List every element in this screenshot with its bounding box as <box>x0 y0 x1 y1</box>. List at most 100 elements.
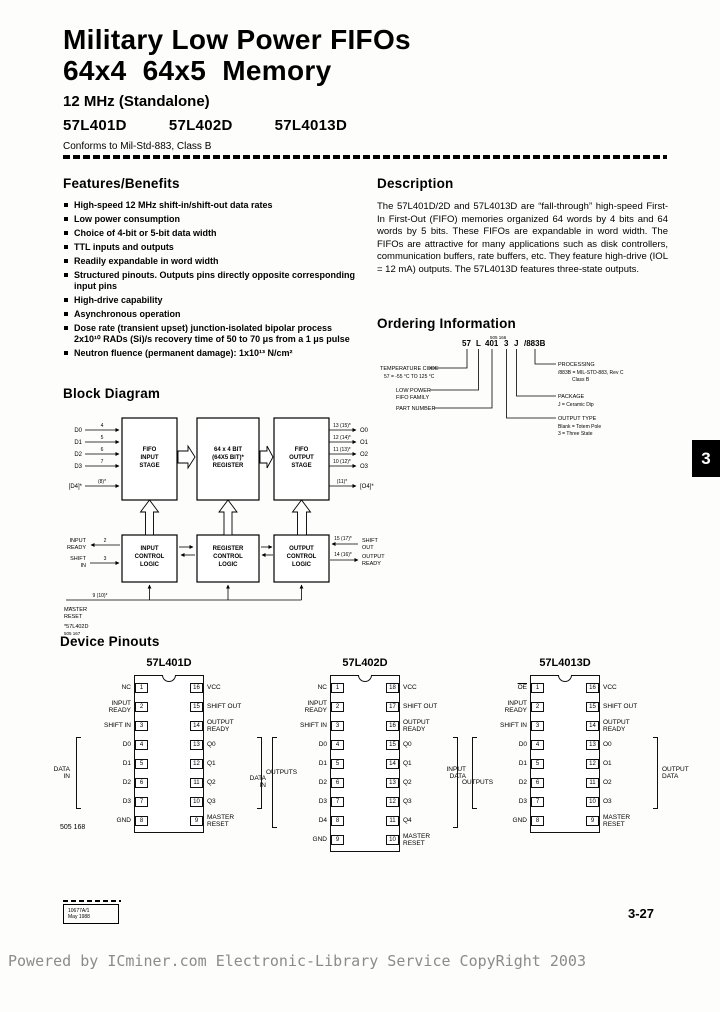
pin-label: D0 <box>518 741 527 748</box>
pin-label: SHIFT IN <box>300 722 327 729</box>
description-body: The 57L401D/2D and 57L4013D are “fall-th… <box>377 201 668 275</box>
box-label: REGISTER <box>213 463 244 469</box>
pin-numbers-right: 18 17 16 15 14 13 12 11 10 <box>386 678 399 849</box>
feature-item: High-drive capability <box>63 295 361 306</box>
pin-label: D3 <box>122 798 131 805</box>
order-code: 57 L 401 3 J /883B <box>462 339 546 348</box>
chip-title: 57L402D <box>342 657 388 669</box>
watermark-text: Powered by ICminer.com Electronic-Librar… <box>8 952 586 970</box>
code-segment: /883B <box>524 339 546 348</box>
group-bracket <box>76 737 81 809</box>
callout-labels: TEMPERATURE CODE 57 = -55 °C TO 125 °C L… <box>380 362 624 437</box>
output-label: O3 <box>360 464 369 470</box>
pin-number: 16 <box>586 682 599 693</box>
group-label: INPUT DATA <box>446 766 467 780</box>
pin-number: 11 <box>190 777 203 788</box>
group-label: OUTPUTS <box>266 769 298 776</box>
chip-body: 1 2 3 4 5 6 7 8 16 15 14 <box>530 675 600 833</box>
chip-notch <box>358 675 372 682</box>
signal-label: SHIFT <box>70 556 87 562</box>
stage-arrow <box>259 445 274 469</box>
group-label: OUTPUTS <box>462 779 494 786</box>
signal-pin: 15 (17)* <box>334 536 352 542</box>
pin-label: O1 <box>603 760 612 767</box>
input-pin: 4 <box>101 423 104 429</box>
figure-number: 505 168 <box>60 824 86 831</box>
pin-label: VCC <box>603 684 617 691</box>
pin-number: 16 <box>386 720 399 731</box>
box-label: STAGE <box>139 463 159 469</box>
pin-label: O0 <box>603 741 612 748</box>
box-label: (64X5 BIT)* <box>212 455 244 461</box>
pin-label: VCC <box>207 684 221 691</box>
pin-numbers-left: 1 2 3 4 5 6 7 8 9 <box>331 678 344 849</box>
doc-title-line2: 64x4 64x5 Memory <box>63 55 332 86</box>
conformance-note: Conforms to Mil-Std-883, Class B <box>63 141 212 152</box>
pin-number: 2 <box>135 701 148 712</box>
pin-number: 5 <box>531 758 544 769</box>
features-heading: Features/Benefits <box>63 176 180 191</box>
box-label: LOGIC <box>292 562 312 568</box>
handshake-lines <box>179 545 273 557</box>
callout-output-type-detail: Blank = Totem Pole <box>558 424 601 430</box>
pin-label: INPUT READY <box>304 699 327 714</box>
pin-number: 9 <box>331 834 344 845</box>
pin-number: 7 <box>531 796 544 807</box>
input-pin: 6 <box>101 447 104 453</box>
pin-number: 6 <box>531 777 544 788</box>
callout-family: LOW POWER <box>396 388 431 394</box>
pin-number: 7 <box>135 796 148 807</box>
control-up-arrow <box>291 499 312 536</box>
pin-number: 12 <box>586 758 599 769</box>
data-input-lines <box>85 428 120 488</box>
pinouts-heading: Device Pinouts <box>60 634 160 649</box>
feature-item: Readily expandable in word width <box>63 256 361 267</box>
callout-family: FIFO FAMILY <box>396 395 430 401</box>
block-diagram-heading: Block Diagram <box>63 386 161 401</box>
doc-code-line: 10677A/1 <box>68 908 90 914</box>
feature-item: Dose rate (transient upset) junction-iso… <box>63 323 361 345</box>
pin-numbers-right: 16 15 14 13 12 11 10 9 <box>586 678 599 830</box>
pin-number: 12 <box>386 796 399 807</box>
box-label: FIFO <box>143 447 157 453</box>
pin-label: D2 <box>122 779 131 786</box>
pin-label: GND <box>512 817 527 824</box>
pin-number: 9 <box>190 815 203 826</box>
pin-label: D3 <box>518 798 527 805</box>
pin-label: VCC <box>403 684 417 691</box>
pin-label: OE <box>517 684 527 691</box>
group-bracket <box>272 737 277 828</box>
chip-notch <box>162 675 176 682</box>
part-number: 57L401D <box>63 117 127 134</box>
pin-labels-left: OE INPUT READY SHIFT IN D0 D1 D2 D3 GND <box>484 675 530 833</box>
pin-number: 8 <box>531 815 544 826</box>
pin-number: 10 <box>386 834 399 845</box>
pin-labels-right: VCC SHIFT OUT OUTPUT READY O0 O1 O2 O3 M… <box>600 675 646 833</box>
pin-number: 10 <box>586 796 599 807</box>
chip-57l402d: 57L402D NC INPUT READY SHIFT IN D0 D1 D2… <box>250 657 493 852</box>
chip-57l401d: 57L401D NC INPUT READY SHIFT IN D0 D1 D2… <box>54 657 297 833</box>
diagram-note: *57L402D <box>64 624 88 630</box>
pin-label: SHIFT IN <box>500 722 527 729</box>
part-numbers: 57L401D 57L402D 57L4013D <box>63 117 667 134</box>
chip-title: 57L401D <box>146 657 192 669</box>
chips-row: 57L401D NC INPUT READY SHIFT IN D0 D1 D2… <box>54 657 690 903</box>
pin-label: MASTER RESET <box>403 832 431 847</box>
pin-label: GND <box>312 836 327 843</box>
ordering-section: Ordering Information 505 166 57 L 401 3 … <box>377 316 677 437</box>
pin-number: 14 <box>386 758 399 769</box>
pin-numbers-right: 16 15 14 13 12 11 10 9 <box>190 678 203 830</box>
pin-label: SHIFT IN <box>104 722 131 729</box>
pin-number: 12 <box>190 758 203 769</box>
code-segment: J <box>514 339 518 348</box>
section-tab: 3 <box>692 440 720 477</box>
chip-body: 1 2 3 4 5 6 7 8 16 15 14 <box>134 675 204 833</box>
pin-number: 2 <box>331 701 344 712</box>
pin-label: D2 <box>518 779 527 786</box>
code-segment: 3 <box>504 339 509 348</box>
pin-number: 6 <box>135 777 148 788</box>
footer-divider <box>63 900 121 902</box>
feature-item: TTL inputs and outputs <box>63 242 361 253</box>
pin-number: 13 <box>386 777 399 788</box>
